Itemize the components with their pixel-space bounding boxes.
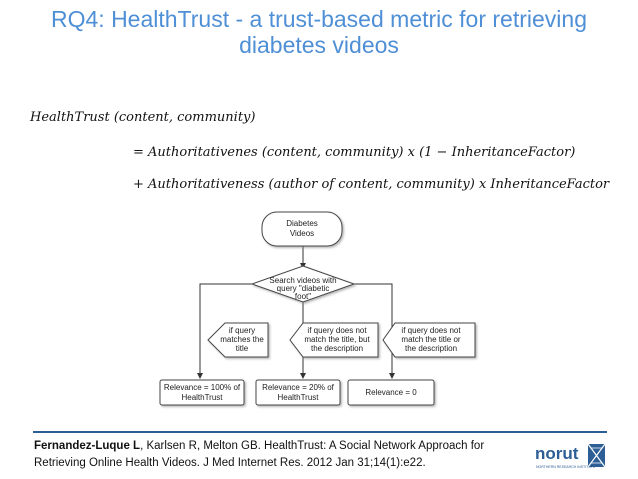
logo-name: norut — [535, 444, 579, 463]
start-node: Diabetes Videos — [261, 211, 343, 247]
condition-right: if query does not match the title or the… — [382, 322, 476, 358]
condition-left-text-2: matches the — [220, 335, 264, 344]
result-middle: Relevance = 20% of HealthTrust — [255, 379, 341, 406]
decision-text-1: Search videos with — [269, 276, 336, 285]
footer-divider — [33, 431, 607, 433]
result-left-text-2: HealthTrust — [181, 393, 223, 402]
start-node-text-2: Videos — [290, 229, 314, 238]
condition-right-text-2: match the title or — [401, 335, 460, 344]
reference-line1-rest: , Karlsen R, Melton GB. HealthTrust: A S… — [140, 440, 485, 452]
result-right-text-1: Relevance = 0 — [365, 388, 417, 397]
result-right: Relevance = 0 — [347, 379, 435, 406]
decision-node: Search videos with query "diabetic foot" — [250, 265, 356, 303]
reference-authors: Fernandez-Luque L — [34, 440, 141, 452]
result-left: Relevance = 100% of HealthTrust — [159, 379, 245, 406]
condition-middle-text-3: the description — [311, 344, 363, 353]
result-middle-text-1: Relevance = 20% of — [262, 383, 335, 392]
formula-line1: HealthTrust (content, community) — [30, 110, 256, 125]
condition-left-text-3: title — [236, 344, 249, 353]
condition-right-text-3: the description — [405, 344, 457, 353]
reference-line2: Retrieving Online Health Videos. J Med I… — [34, 457, 426, 469]
flowchart-connectors — [197, 246, 395, 379]
result-left-text-1: Relevance = 100% of — [164, 383, 241, 392]
logo-mark-icon — [587, 443, 606, 468]
condition-left: if query matches the title — [207, 322, 269, 358]
decision-text-3: foot" — [295, 292, 311, 301]
slide-title: RQ4: HealthTrust - a trust-based metric … — [8, 6, 630, 58]
condition-right-text-1: if query does not — [401, 326, 461, 335]
logo-tagline: NORTHERN RESEARCH INSTITUTE — [536, 465, 596, 469]
flowchart: Diabetes Videos Search videos with query… — [159, 211, 476, 406]
start-node-text-1: Diabetes — [286, 219, 318, 228]
reference-citation: Fernandez-Luque L, Karlsen R, Melton GB.… — [34, 438, 534, 472]
condition-middle: if query does not match the title, but t… — [289, 322, 379, 358]
slide-title-line2: diabetes videos — [239, 32, 399, 58]
slide-title-line1: RQ4: HealthTrust - a trust-based metric … — [51, 6, 587, 32]
condition-middle-text-1: if query does not — [307, 326, 367, 335]
result-middle-text-2: HealthTrust — [277, 393, 319, 402]
formula-line3: + Authoritativeness (author of content, … — [133, 177, 610, 192]
decision-text-2: query "diabetic — [277, 284, 330, 293]
condition-middle-text-2: match the title, but — [304, 335, 370, 344]
condition-left-text-1: if query — [229, 326, 255, 335]
formula-line2: = Authoritativenes (content, community) … — [133, 145, 576, 160]
norut-logo: norut NORTHERN RESEARCH INSTITUTE — [535, 443, 606, 469]
